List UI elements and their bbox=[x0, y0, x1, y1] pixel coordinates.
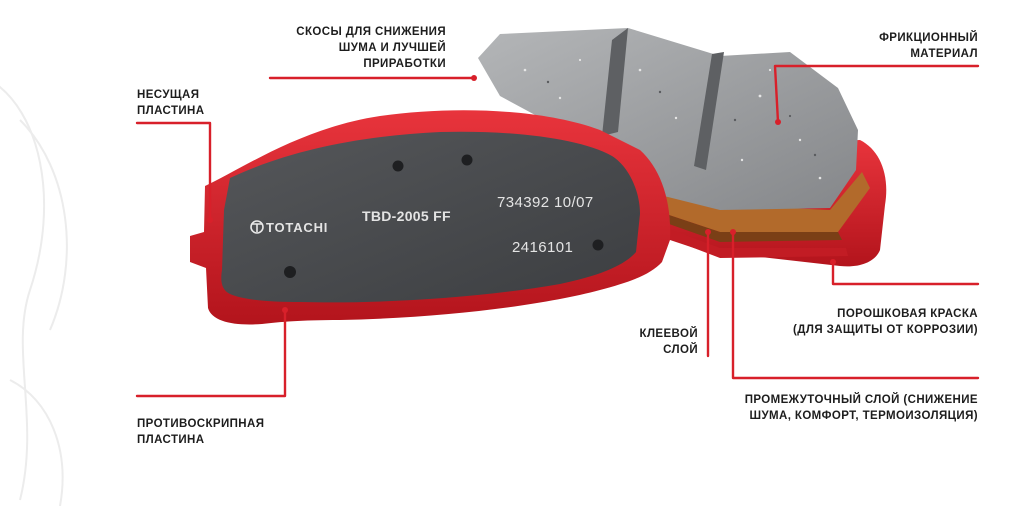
label-line: СЛОЙ bbox=[663, 344, 698, 356]
brand-text: TOTACHI bbox=[266, 220, 328, 235]
pointer-dots bbox=[207, 75, 836, 313]
label-line: ПРОМЕЖУТОЧНЫЙ СЛОЙ (СНИЖЕНИЕ bbox=[744, 394, 978, 406]
label-anti-squeal-plate: ПРОТИВОСКРИПНАЯ ПЛАСТИНА bbox=[137, 416, 264, 448]
pointer-intermediate bbox=[731, 230, 980, 380]
label-line: (ДЛЯ ЗАЩИТЫ ОТ КОРРОЗИИ) bbox=[793, 324, 978, 336]
background-sketch bbox=[0, 85, 68, 506]
label-backing-plate: НЕСУЩАЯ ПЛАСТИНА bbox=[137, 87, 204, 119]
label-line: КЛЕЕВОЙ bbox=[639, 328, 698, 340]
label-line: НЕСУЩАЯ bbox=[137, 89, 200, 101]
chamfer-slot bbox=[694, 52, 724, 170]
label-line: ПОРОШКОВАЯ КРАСКА bbox=[837, 308, 978, 320]
label-line: МАТЕРИАЛ bbox=[910, 48, 978, 60]
label-line: ПЛАСТИНА bbox=[137, 105, 205, 117]
model-text: TBD-2005 FF bbox=[362, 208, 451, 224]
anti-squeal-plate bbox=[221, 131, 641, 303]
label-line: ПРОТИВОСКРИПНАЯ bbox=[137, 418, 265, 430]
label-friction-material: ФРИКЦИОННЫЙ МАТЕРИАЛ bbox=[879, 30, 978, 62]
plate-text: TOTACHI TBD-2005 FF 734392 10/07 2416101 bbox=[266, 194, 594, 256]
label-powder-paint: ПОРОШКОВАЯ КРАСКА (ДЛЯ ЗАЩИТЫ ОТ КОРРОЗИ… bbox=[793, 306, 978, 338]
chamfer-slot bbox=[602, 28, 628, 136]
pointer-powder-paint bbox=[831, 260, 980, 286]
label-intermediate-layer: ПРОМЕЖУТОЧНЫЙ СЛОЙ (СНИЖЕНИЕ ШУМА, КОМФО… bbox=[745, 392, 978, 424]
friction-block bbox=[478, 28, 858, 210]
pointer-friction bbox=[773, 64, 980, 124]
brand-logo-icon bbox=[250, 220, 264, 234]
intermediate-layer bbox=[640, 172, 870, 232]
label-adhesive-layer: КЛЕЕВОЙ СЛОЙ bbox=[640, 326, 698, 358]
code-text: 734392 10/07 bbox=[497, 194, 594, 211]
pointer-lines bbox=[135, 64, 980, 398]
pointer-backing-plate bbox=[135, 121, 212, 222]
number-text: 2416101 bbox=[512, 239, 573, 256]
pointer-anti-squeal bbox=[135, 308, 287, 398]
label-line: ПРИРАБОТКИ bbox=[363, 58, 446, 70]
label-line: ШУМА И ЛУЧШЕЙ bbox=[338, 42, 446, 54]
pad-layers bbox=[478, 28, 887, 267]
label-line: ШУМА, КОМФОРТ, ТЕРМОИЗОЛЯЦИЯ) bbox=[749, 410, 978, 422]
rivets bbox=[284, 154, 604, 278]
label-line: ПЛАСТИНА bbox=[137, 434, 205, 446]
label-line: ФРИКЦИОННЫЙ bbox=[879, 32, 978, 44]
label-line: СКОСЫ ДЛЯ СНИЖЕНИЯ bbox=[296, 26, 446, 38]
label-chamfers: СКОСЫ ДЛЯ СНИЖЕНИЯ ШУМА И ЛУЧШЕЙ ПРИРАБО… bbox=[296, 24, 446, 72]
